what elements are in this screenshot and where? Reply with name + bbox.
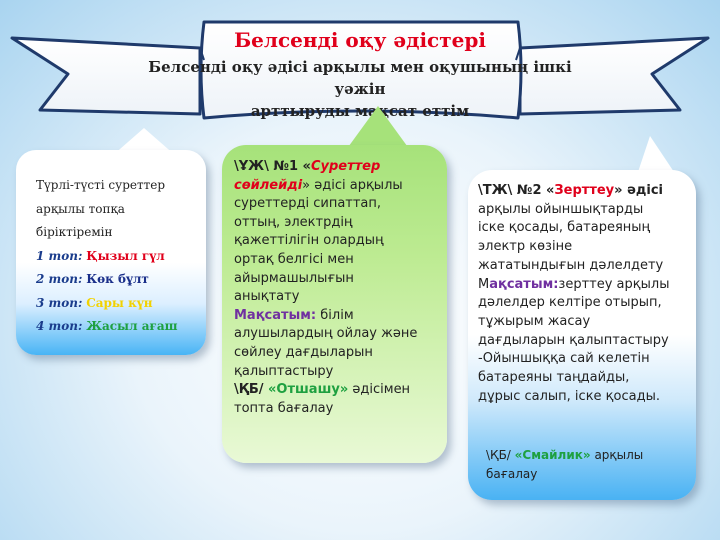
right-evaluation: \ҚБ/ «Смайлик» арқылы бағалау	[486, 446, 686, 484]
intro-line: Түрлі-түсті суреттер	[36, 178, 166, 192]
body-line: жататындығын дәлелдету	[478, 257, 664, 273]
body-line: батареяны таңдайды,	[478, 370, 630, 386]
body-line: оттың, электрдің	[234, 214, 353, 230]
body-line: дәлелдер келтіре отырып,	[478, 295, 662, 311]
method-name: Суреттер	[310, 159, 381, 174]
goal-line: Мақсатым:зерттеу арқылы	[478, 276, 693, 295]
text-fragment: білім	[316, 307, 354, 323]
body-line: топта бағалау	[234, 400, 334, 416]
body-line: тұжырым жасау	[478, 313, 591, 329]
text-fragment: » әдісі арқылы	[302, 177, 403, 193]
right-bubble-text: \ТЖ\ №2 «Зерттеу» әдісі арқылы ойыншықта…	[478, 182, 693, 406]
group-name: Сары күн	[86, 295, 153, 310]
method-name: сөйлейді	[234, 177, 303, 193]
goal-label: ақсатым:	[489, 276, 559, 292]
eval-code: \ҚБ/	[486, 448, 515, 462]
body-line: дағдыларын қалыптастыру	[478, 332, 669, 348]
group-item: 1 топ: Қызыл гүл	[36, 245, 206, 269]
body-line: қалыптастыру	[234, 363, 334, 379]
method-heading: сөйлейді» әдісі арқылы	[234, 177, 444, 196]
text-fragment: зерттеу арқылы	[558, 276, 670, 292]
body-line: қажеттілігін олардың	[234, 233, 384, 249]
left-callout-bubble	[16, 150, 206, 355]
body-line: айырмашылығын	[234, 270, 354, 286]
group-item: 2 топ: Көк бұлт	[36, 268, 206, 292]
right-bubble-tail	[636, 136, 678, 178]
banner-title: Белсенді оқу әдістері	[234, 28, 486, 52]
body-line: бағалау	[486, 467, 538, 481]
goal-label: Мақсатым:	[234, 307, 317, 323]
body-line: ортақ белгісі мен	[234, 251, 354, 267]
group-name: Қызыл гүл	[86, 248, 165, 263]
group-name: Жасыл ағаш	[86, 319, 178, 333]
middle-bubble-tail	[346, 106, 410, 150]
text-fragment: » әдісі	[614, 183, 663, 198]
body-line: -Ойыншыққа сай келетін	[478, 351, 650, 367]
goal-line: Мақсатым: білім	[234, 307, 444, 326]
body-line: дұрыс салып, іске қосады.	[478, 388, 660, 404]
right-callout-bubble	[468, 170, 696, 500]
method-heading: \ТЖ\ №2 «Зерттеу» әдісі	[478, 182, 693, 201]
middle-bubble-text: \ҰЖ\ №1 «Суреттер сөйлейді» әдісі арқылы…	[234, 158, 444, 418]
group-name: Көк бұлт	[86, 272, 149, 286]
method-name: Зерттеу	[554, 183, 615, 198]
evaluation-line: \ҚБ/ «Отшашу» әдісімен	[234, 381, 444, 400]
group-key: 2 топ:	[36, 272, 83, 286]
text-fragment: әдісімен	[348, 382, 411, 398]
intro-line: біріктіремін	[36, 225, 113, 239]
group-item: 4 топ: Жасыл ағаш	[36, 315, 206, 339]
task-code: \ҰЖ\ №1 «	[234, 159, 311, 174]
body-line: суреттерді сипаттап,	[234, 196, 382, 212]
text-fragment: М	[478, 276, 490, 292]
banner-subtitle: Белсенді оқу әдісі арқылы мен оқушының і…	[130, 56, 590, 122]
body-line: сөйлеу дағдыларын	[234, 344, 373, 360]
group-item: 3 топ: Сары күн	[36, 292, 206, 316]
body-line: электр көзіне	[478, 239, 573, 255]
group-key: 3 топ:	[36, 295, 83, 310]
intro-line: арқылы топқа	[36, 201, 125, 216]
banner-subtitle-line: арттыруды мақсат еттім	[250, 102, 470, 120]
evaluation-line: \ҚБ/ «Смайлик» арқылы	[486, 446, 686, 465]
group-key: 1 топ:	[36, 248, 83, 263]
task-code: \ТЖ\ №2 «	[478, 183, 555, 198]
body-line: арқылы ойыншықтарды	[478, 201, 644, 217]
banner-subtitle-line: Белсенді оқу әдісі арқылы мен оқушының і…	[148, 58, 572, 98]
body-line: анықтату	[234, 289, 300, 305]
method-heading: \ҰЖ\ №1 «Суреттер	[234, 158, 444, 177]
left-bubble-text: Түрлі-түсті суреттер арқылы топқа бірікт…	[36, 174, 206, 339]
body-line: іске қосады, батареяның	[478, 220, 651, 236]
middle-callout-bubble	[222, 145, 447, 463]
eval-method: «Смайлик»	[514, 448, 591, 462]
eval-code: \ҚБ/	[234, 382, 269, 398]
eval-method: «Отшашу»	[268, 382, 349, 398]
ribbon-banner	[10, 20, 710, 120]
body-line: алушылардың ойлау және	[234, 326, 418, 342]
left-bubble-tail	[112, 128, 176, 156]
text-fragment: арқылы	[590, 448, 644, 462]
group-key: 4 топ:	[36, 319, 83, 333]
